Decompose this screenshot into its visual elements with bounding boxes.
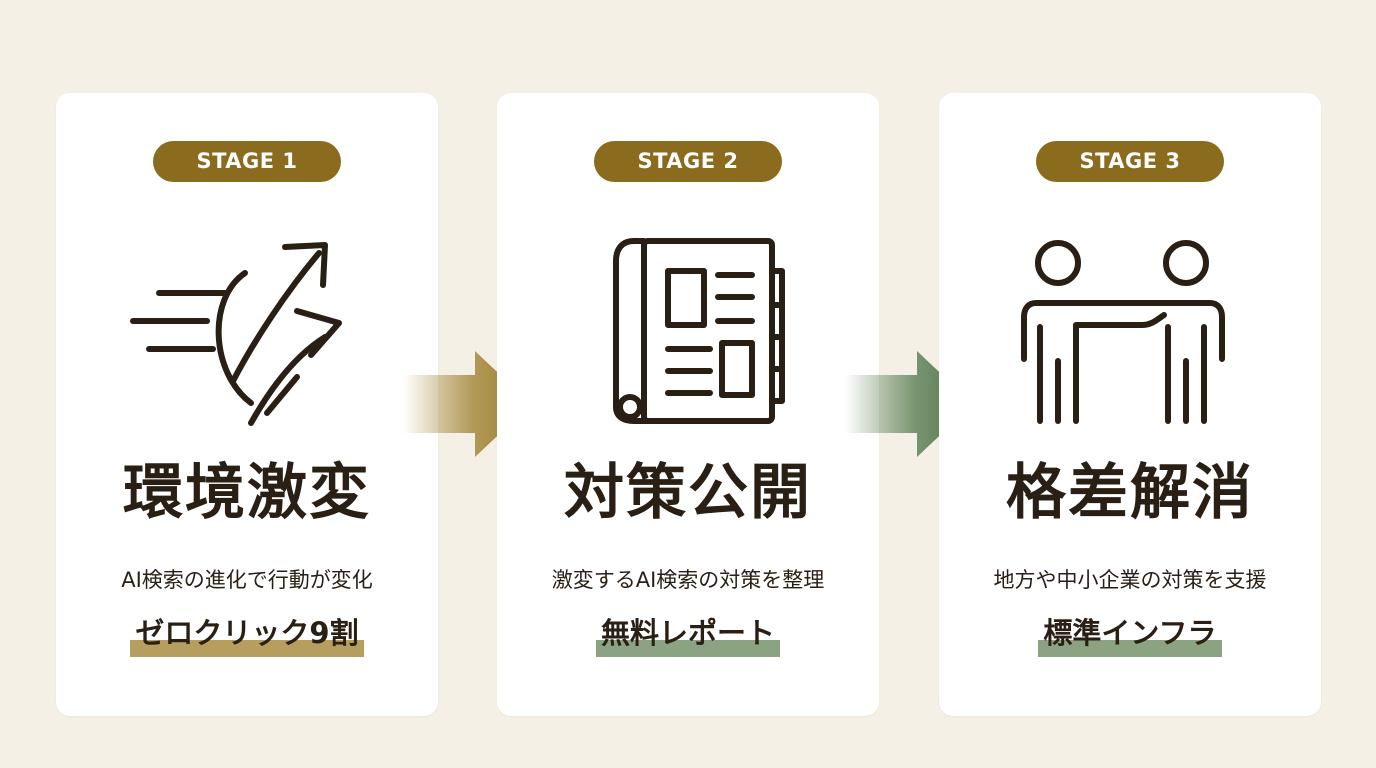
stage-3-highlight: 標準インフラ <box>1038 613 1222 657</box>
newspaper-report-icon <box>568 231 808 431</box>
stage-2-title: 対策公開 <box>564 458 812 528</box>
stage-1-highlight-marker <box>130 640 364 657</box>
stage-1-title: 環境激変 <box>123 458 371 528</box>
stage-3-highlight-text: 標準インフラ <box>1043 616 1217 650</box>
stage-2-description: 激変するAI検索の対策を整理 <box>551 568 825 592</box>
stage-2-badge: STAGE 2 <box>594 141 782 182</box>
stage-2-highlight-text: 無料レポート <box>600 616 775 650</box>
stage-2-highlight-marker <box>595 640 780 657</box>
stage-3-highlight-marker <box>1038 640 1222 657</box>
stage-2-card: STAGE 2 対策公開 激変するAI検索の対策を整理 <box>497 93 879 716</box>
stage-3-description: 地方や中小企業の対策を支援 <box>993 568 1267 592</box>
stage-3-badge: STAGE 3 <box>1036 141 1224 182</box>
helping-hand-people-icon <box>1010 231 1250 431</box>
stage-1-badge: STAGE 1 <box>153 141 341 182</box>
stage-1-highlight-text: ゼロクリック9割 <box>135 616 359 650</box>
stage-1-card: STAGE 1 環境激変 AI検索の進化で行動が変化 ゼロクリック9割 <box>56 93 438 716</box>
stage-2-highlight: 無料レポート <box>595 613 780 657</box>
stage-3-title: 格差解消 <box>1006 458 1254 528</box>
stage-1-highlight: ゼロクリック9割 <box>130 613 364 657</box>
stage-3-card: STAGE 3 格差解消 地方や中小企業の対策を支援 標準インフラ <box>939 93 1321 716</box>
fast-forward-arrows-icon <box>127 231 367 431</box>
stage-1-description: AI検索の進化で行動が変化 <box>121 568 373 592</box>
